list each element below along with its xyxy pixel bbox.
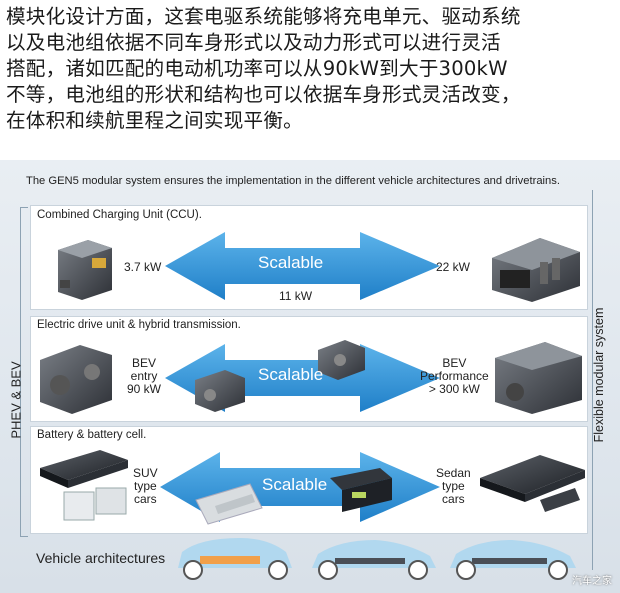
battery-module-image xyxy=(195,483,263,525)
battery-right-label: Sedan type cars xyxy=(436,467,471,506)
left-bracket-bottom xyxy=(20,536,28,537)
drive-scalable-label: Scalable xyxy=(258,365,324,384)
drive-entry-unit-image xyxy=(40,345,112,414)
drive-right-line: BEV xyxy=(442,356,467,370)
drive-right-line: Performance xyxy=(420,369,489,383)
drive-right-line: > 300 kW xyxy=(428,382,480,396)
battery-left-line: cars xyxy=(134,492,157,506)
ccu-center-value: 11 kW xyxy=(279,289,313,303)
drive-left-line: BEV xyxy=(132,356,157,370)
battery-right-line: cars xyxy=(442,492,465,506)
battery-left-label: SUV type cars xyxy=(133,467,158,506)
ccu-left-value: 3.7 kW xyxy=(124,260,162,274)
drive-title: Electric drive unit & hybrid transmissio… xyxy=(37,319,241,331)
ccu-title: Combined Charging Unit (CCU). xyxy=(37,209,202,221)
intro-line: 不等，电池组的形状和结构也可以依据车身形式灵活改变， xyxy=(6,83,521,106)
left-bracket-top xyxy=(20,207,28,208)
battery-suv-pack-image xyxy=(40,450,128,521)
right-bracket xyxy=(592,190,593,570)
battery-right-line: Sedan xyxy=(436,466,471,480)
ccu-right-value: 22 kW xyxy=(436,260,471,274)
intro-line: 模块化设计方面，这套电驱系统能够将充电单元、驱动系统 xyxy=(6,5,521,28)
vehicle-suv-image xyxy=(178,538,292,580)
intro-line: 以及电池组依据不同车身形式以及动力形式可以进行灵活 xyxy=(6,31,501,54)
battery-scalable-label: Scalable xyxy=(262,475,328,494)
ccu-scalable-label: Scalable xyxy=(258,253,324,272)
drive-left-line: 90 kW xyxy=(127,382,162,396)
drive-mid-unit-image-b xyxy=(318,340,365,380)
drive-performance-unit-image xyxy=(495,342,582,414)
drive-left-label: BEV entry 90 kW xyxy=(127,357,161,396)
intro-line: 在体积和续航里程之间实现平衡。 xyxy=(6,109,303,132)
ccu-scalable-arrow xyxy=(165,232,440,300)
vehicle-architectures-title: Vehicle architectures xyxy=(36,550,166,566)
diagram-caption: The GEN5 modular system ensures the impl… xyxy=(26,175,560,187)
battery-right-line: type xyxy=(442,479,465,493)
battery-left-line: SUV xyxy=(133,466,158,480)
drive-mid-unit-image-a xyxy=(195,370,245,412)
battery-title: Battery & battery cell. xyxy=(37,429,147,441)
drive-right-label: BEV Performance > 300 kW xyxy=(420,357,489,396)
vehicle-sedan-image-a xyxy=(312,540,436,580)
battery-sedan-pack-image xyxy=(480,455,585,512)
intro-line: 搭配，诸如匹配的电动机功率可以从90kW到大于300kW xyxy=(6,57,508,80)
drive-left-line: entry xyxy=(130,369,158,383)
ccu-large-unit-image xyxy=(492,238,580,302)
intro-paragraph: 模块化设计方面，这套电驱系统能够将充电单元、驱动系统 以及电池组依据不同车身形式… xyxy=(6,4,614,134)
watermark-text: 汽车之家 xyxy=(572,576,612,587)
vehicle-sedan-image-b xyxy=(450,540,576,580)
battery-cell-image xyxy=(330,468,392,512)
left-bracket xyxy=(20,207,21,537)
battery-left-line: type xyxy=(134,479,157,493)
ccu-small-unit-image xyxy=(58,240,112,300)
